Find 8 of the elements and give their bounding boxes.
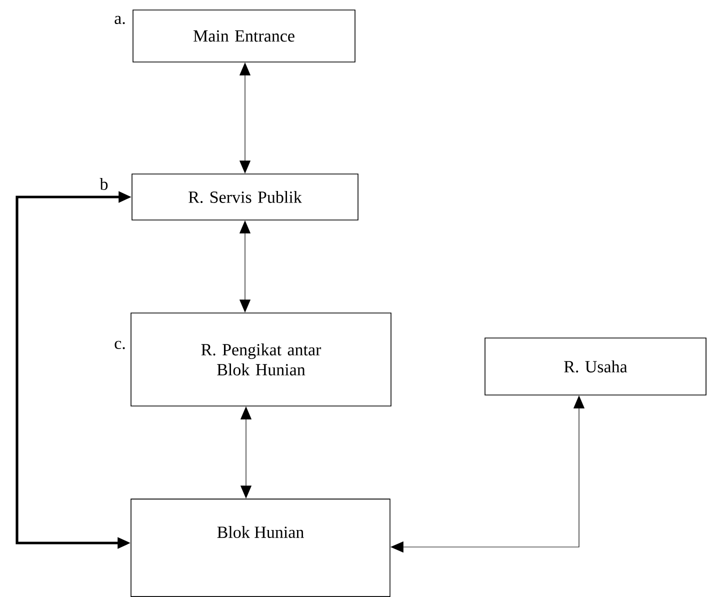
room-box: R. Pengikat antar Blok Hunian	[130, 312, 392, 406]
item-letter: a.	[114, 16, 125, 24]
room-box: R. Servis Publik	[132, 174, 358, 220]
room-box: Blok Hunian	[130, 498, 390, 597]
room-box: R. Usaha	[484, 338, 706, 396]
room-box: Main Entrance	[132, 10, 356, 62]
item-letter: c.	[114, 340, 125, 350]
item-letter: b	[100, 178, 108, 190]
